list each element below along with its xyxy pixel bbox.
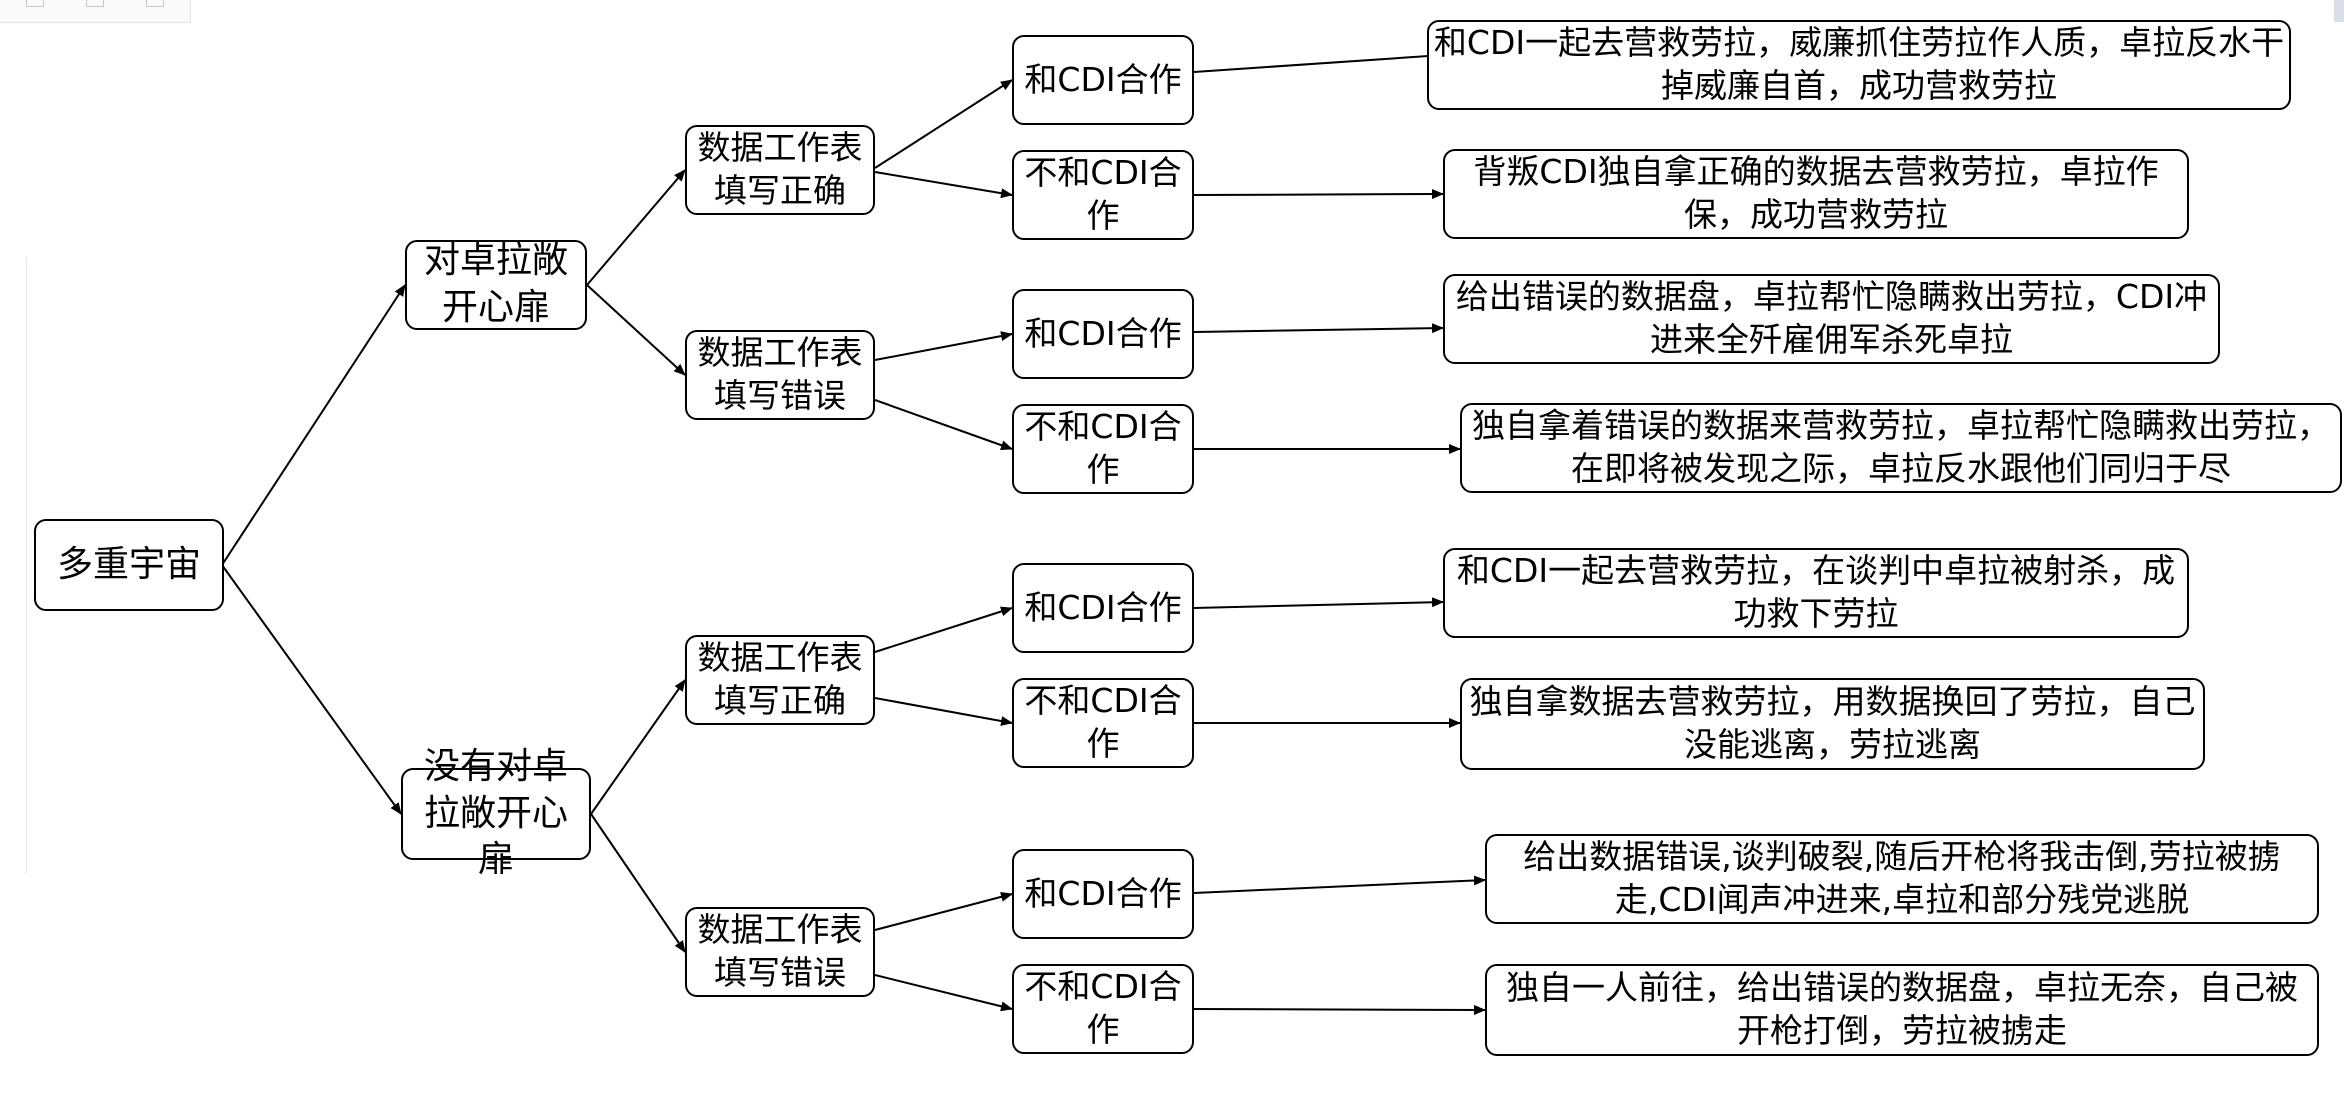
worksheet-node-wrong-2[interactable]: 数据工作表填写错误 [685, 907, 875, 997]
outcome-node-2[interactable]: 背叛CDI独自拿正确的数据去营救劳拉，卓拉作保，成功营救劳拉 [1443, 149, 2189, 239]
no-cooperate-node-3[interactable]: 不和CDI合作 [1012, 678, 1194, 768]
toolbar-icon [146, 0, 164, 7]
connector-arrow [1193, 323, 1444, 334]
editor-toolbar-remnant [0, 0, 191, 23]
editor-sidebar-remnant [0, 258, 27, 874]
cooperate-node-2[interactable]: 和CDI合作 [1012, 289, 1194, 379]
root-node[interactable]: 多重宇宙 [34, 519, 224, 611]
outcome-node-7[interactable]: 给出数据错误,谈判破裂,随后开枪将我击倒,劳拉被掳走,CDI闻声冲进来,卓拉和部… [1485, 834, 2319, 924]
outcome-node-3[interactable]: 给出错误的数据盘，卓拉帮忙隐瞒救出劳拉，CDI冲进来全歼雇佣军杀死卓拉 [1443, 274, 2220, 364]
outcome-node-6[interactable]: 独自拿数据去营救劳拉，用数据换回了劳拉，自己没能逃离，劳拉逃离 [1460, 678, 2205, 770]
connector-arrow [1193, 189, 1444, 200]
cooperate-node-1[interactable]: 和CDI合作 [1012, 35, 1194, 125]
outcome-node-4[interactable]: 独自拿着错误的数据来营救劳拉，卓拉帮忙隐瞒救出劳拉，在即将被发现之际，卓拉反水跟… [1460, 403, 2342, 493]
connector-arrow [1193, 597, 1444, 609]
worksheet-node-correct-2[interactable]: 数据工作表填写正确 [685, 635, 875, 725]
connector-arrow [874, 697, 1013, 726]
no-cooperate-node-1[interactable]: 不和CDI合作 [1012, 150, 1194, 240]
outcome-node-5[interactable]: 和CDI一起去营救劳拉，在谈判中卓拉被射杀，成功救下劳拉 [1443, 548, 2189, 638]
connector-arrow [874, 79, 1013, 169]
worksheet-node-wrong-1[interactable]: 数据工作表填写错误 [685, 330, 875, 420]
branch-node-open-heart[interactable]: 对卓拉敞开心扉 [405, 240, 587, 330]
cooperate-node-3[interactable]: 和CDI合作 [1012, 563, 1194, 653]
toolbar-icon [26, 0, 44, 7]
cooperate-node-4[interactable]: 和CDI合作 [1012, 849, 1194, 939]
connector-arrow [1193, 50, 1444, 73]
no-cooperate-node-2[interactable]: 不和CDI合作 [1012, 404, 1194, 494]
outcome-node-8[interactable]: 独自一人前往，给出错误的数据盘，卓拉无奈，自己被开枪打倒，劳拉被掳走 [1485, 964, 2319, 1056]
no-cooperate-node-4[interactable]: 不和CDI合作 [1012, 964, 1194, 1054]
connector-arrow [586, 284, 686, 376]
connector-arrow [874, 399, 1013, 451]
toolbar-icon [86, 0, 104, 7]
connector-arrow [874, 974, 1013, 1012]
connector-arrow [1193, 875, 1486, 894]
connector-arrow [874, 606, 1013, 653]
connector-arrow [221, 284, 406, 566]
connector-arrow [1193, 1004, 1486, 1015]
connector-arrow [874, 891, 1013, 931]
connector-arrow [590, 679, 686, 815]
scrollbar-remnant [2334, 0, 2344, 22]
branch-node-closed-heart[interactable]: 没有对卓拉敞开心扉 [401, 746, 591, 880]
connector-arrow [586, 169, 686, 286]
connector-arrow [590, 813, 686, 953]
connector-arrow [874, 331, 1013, 361]
outcome-node-1[interactable]: 和CDI一起去营救劳拉，威廉抓住劳拉作人质，卓拉反水干掉威廉自首，成功营救劳拉 [1427, 20, 2291, 110]
connector-arrow [221, 564, 402, 815]
worksheet-node-correct-1[interactable]: 数据工作表填写正确 [685, 125, 875, 215]
connector-arrow [874, 171, 1013, 199]
